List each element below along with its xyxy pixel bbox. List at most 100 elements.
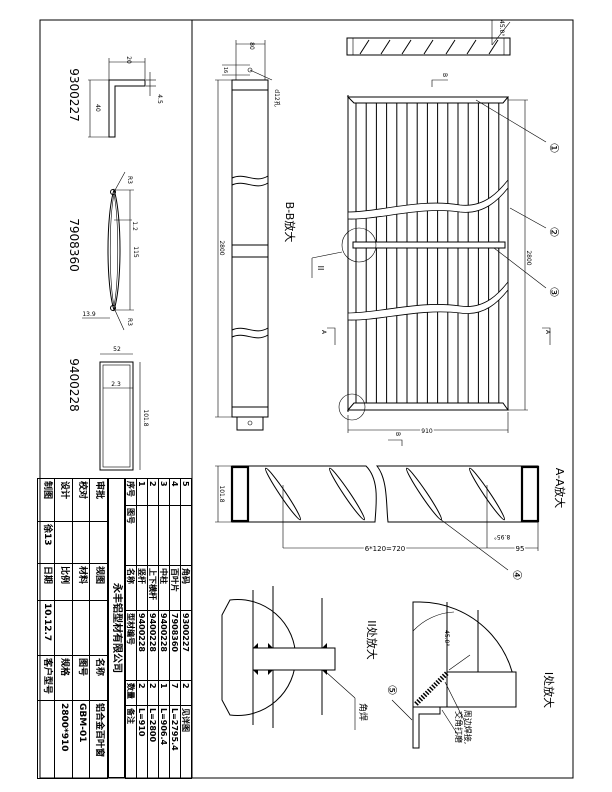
- section-marker-b: B: [394, 432, 401, 436]
- parts-header-row: 序号图号名称型材编号数量备注: [125, 478, 137, 779]
- dim-text: 4.5: [156, 94, 163, 104]
- parts-cell: [169, 505, 181, 566]
- profile-tube: 9400228 52 2.3 101.8: [67, 346, 149, 471]
- detail-ii-view: 角焊 II处放大: [221, 586, 379, 730]
- parts-cell: [180, 505, 192, 566]
- parts-cell: 角码: [180, 565, 192, 611]
- parts-cell: 上下横杆: [147, 565, 159, 611]
- dim-text: 13.9: [82, 311, 96, 318]
- title-cell: [37, 700, 55, 779]
- parts-header: 型材编号: [125, 610, 137, 681]
- title-row: 审批视图名称铝合金百叶窗: [90, 478, 108, 779]
- profile-code: 9300227: [67, 68, 81, 121]
- dim-text: 20: [125, 56, 132, 64]
- parts-cell: 1: [158, 680, 170, 706]
- title-cell: GBM-01: [72, 700, 90, 779]
- section-marker-a: A: [544, 330, 551, 335]
- parts-cell: 7: [169, 680, 181, 706]
- dim-text: 6*120=720: [365, 545, 406, 553]
- dim-text: 101.8: [142, 409, 149, 426]
- title-cell: [90, 521, 108, 564]
- weld-note: 角焊: [357, 703, 369, 721]
- parts-cell: L=2795.4: [169, 705, 181, 779]
- hole-note: d12孔: [273, 89, 281, 106]
- profile-louver: 7908360 115 R3 R3 1.2 13.9: [67, 171, 139, 331]
- title-cell: [55, 600, 73, 656]
- section-marker-b: B: [441, 73, 448, 77]
- dim-text: 2.3: [111, 381, 121, 388]
- title-cell: 审批: [90, 478, 108, 522]
- section-marker-a: A: [320, 330, 327, 335]
- callout-1: ①: [547, 143, 561, 154]
- title-cell: 铝合金百叶窗: [90, 700, 108, 779]
- parts-cell: [158, 505, 170, 566]
- parts-cell: 竖杆: [136, 565, 148, 611]
- parts-cell: 9300227: [180, 610, 192, 681]
- callout-4: ④: [510, 570, 524, 581]
- parts-cell: 1: [136, 478, 148, 506]
- parts-cell: 7908360: [169, 610, 181, 681]
- angle-label: 45.0°: [443, 630, 450, 646]
- detail-i-view: 45.0° 周边焊接, 交角打磨 ⑤ I处放大: [385, 601, 556, 749]
- parts-cell: 2: [147, 478, 159, 506]
- callout-3: ③: [547, 287, 561, 298]
- title-cell: 比例: [55, 563, 73, 601]
- title-cell: [55, 521, 73, 564]
- profile-angle: 9300227 20 40 4.5: [67, 56, 163, 138]
- title-cell: 视图: [90, 563, 108, 601]
- title-cell: 徐13: [37, 521, 55, 564]
- dim-text: R3: [126, 318, 133, 326]
- parts-header: 名称: [125, 565, 137, 611]
- parts-cell: L=906.4: [158, 705, 170, 779]
- bb-section-view: 80 16 d12孔 2800 B-B放大: [215, 40, 297, 431]
- weld-note: 周边焊接,: [463, 710, 473, 745]
- parts-cell: 2: [180, 680, 192, 706]
- title-cell: 材料: [72, 563, 90, 601]
- title-cell: 校对: [72, 478, 90, 522]
- profile-code: 9400228: [67, 358, 81, 411]
- view-title: I处放大: [542, 672, 556, 708]
- view-title: II处放大: [365, 620, 379, 660]
- dim-text: 40: [94, 104, 101, 112]
- parts-cell: 5: [180, 478, 192, 506]
- aa-section-view: 6*120=720 95 8.95° 101.8 A-A放大 ④: [215, 465, 567, 581]
- parts-header: 图号: [125, 505, 137, 566]
- company-name: 永丰铝型材有限公司: [108, 478, 125, 778]
- parts-cell: 9400228: [136, 610, 148, 681]
- dim-text: 910: [421, 428, 433, 435]
- view-title: A-A放大: [553, 468, 567, 509]
- view-title: B-B放大: [283, 202, 297, 243]
- dim-text: 1.2: [131, 221, 138, 231]
- parts-cell: 见详图: [180, 705, 192, 779]
- angle-label: 45.0°: [498, 20, 505, 36]
- title-cell: 日期: [37, 563, 55, 601]
- parts-cell: 2: [147, 680, 159, 706]
- parts-header: 数量: [125, 680, 137, 706]
- dim-text: 52: [113, 346, 121, 353]
- weld-note: 交角打磨: [454, 711, 464, 743]
- parts-header: 备注: [125, 705, 137, 779]
- parts-cell: 中柱: [158, 565, 170, 611]
- title-cell: 10.12.7: [37, 600, 55, 656]
- parts-cell: 百叶片: [169, 565, 181, 611]
- detail-ii-marker: II: [316, 266, 325, 271]
- top-louver-view: 45.0°: [346, 20, 511, 56]
- dim-text: 101.8: [218, 485, 225, 502]
- dim-text: 2800: [525, 250, 532, 265]
- parts-cell: 9400228: [158, 610, 170, 681]
- title-cell: 图号: [72, 655, 90, 701]
- parts-cell: 9400228: [147, 610, 159, 681]
- dim-text: 16: [222, 67, 228, 73]
- title-cell: [72, 521, 90, 564]
- parts-header: 序号: [125, 478, 137, 506]
- dim-text: 115: [132, 246, 139, 258]
- title-cell: [72, 600, 90, 656]
- title-cell: 规格: [55, 655, 73, 701]
